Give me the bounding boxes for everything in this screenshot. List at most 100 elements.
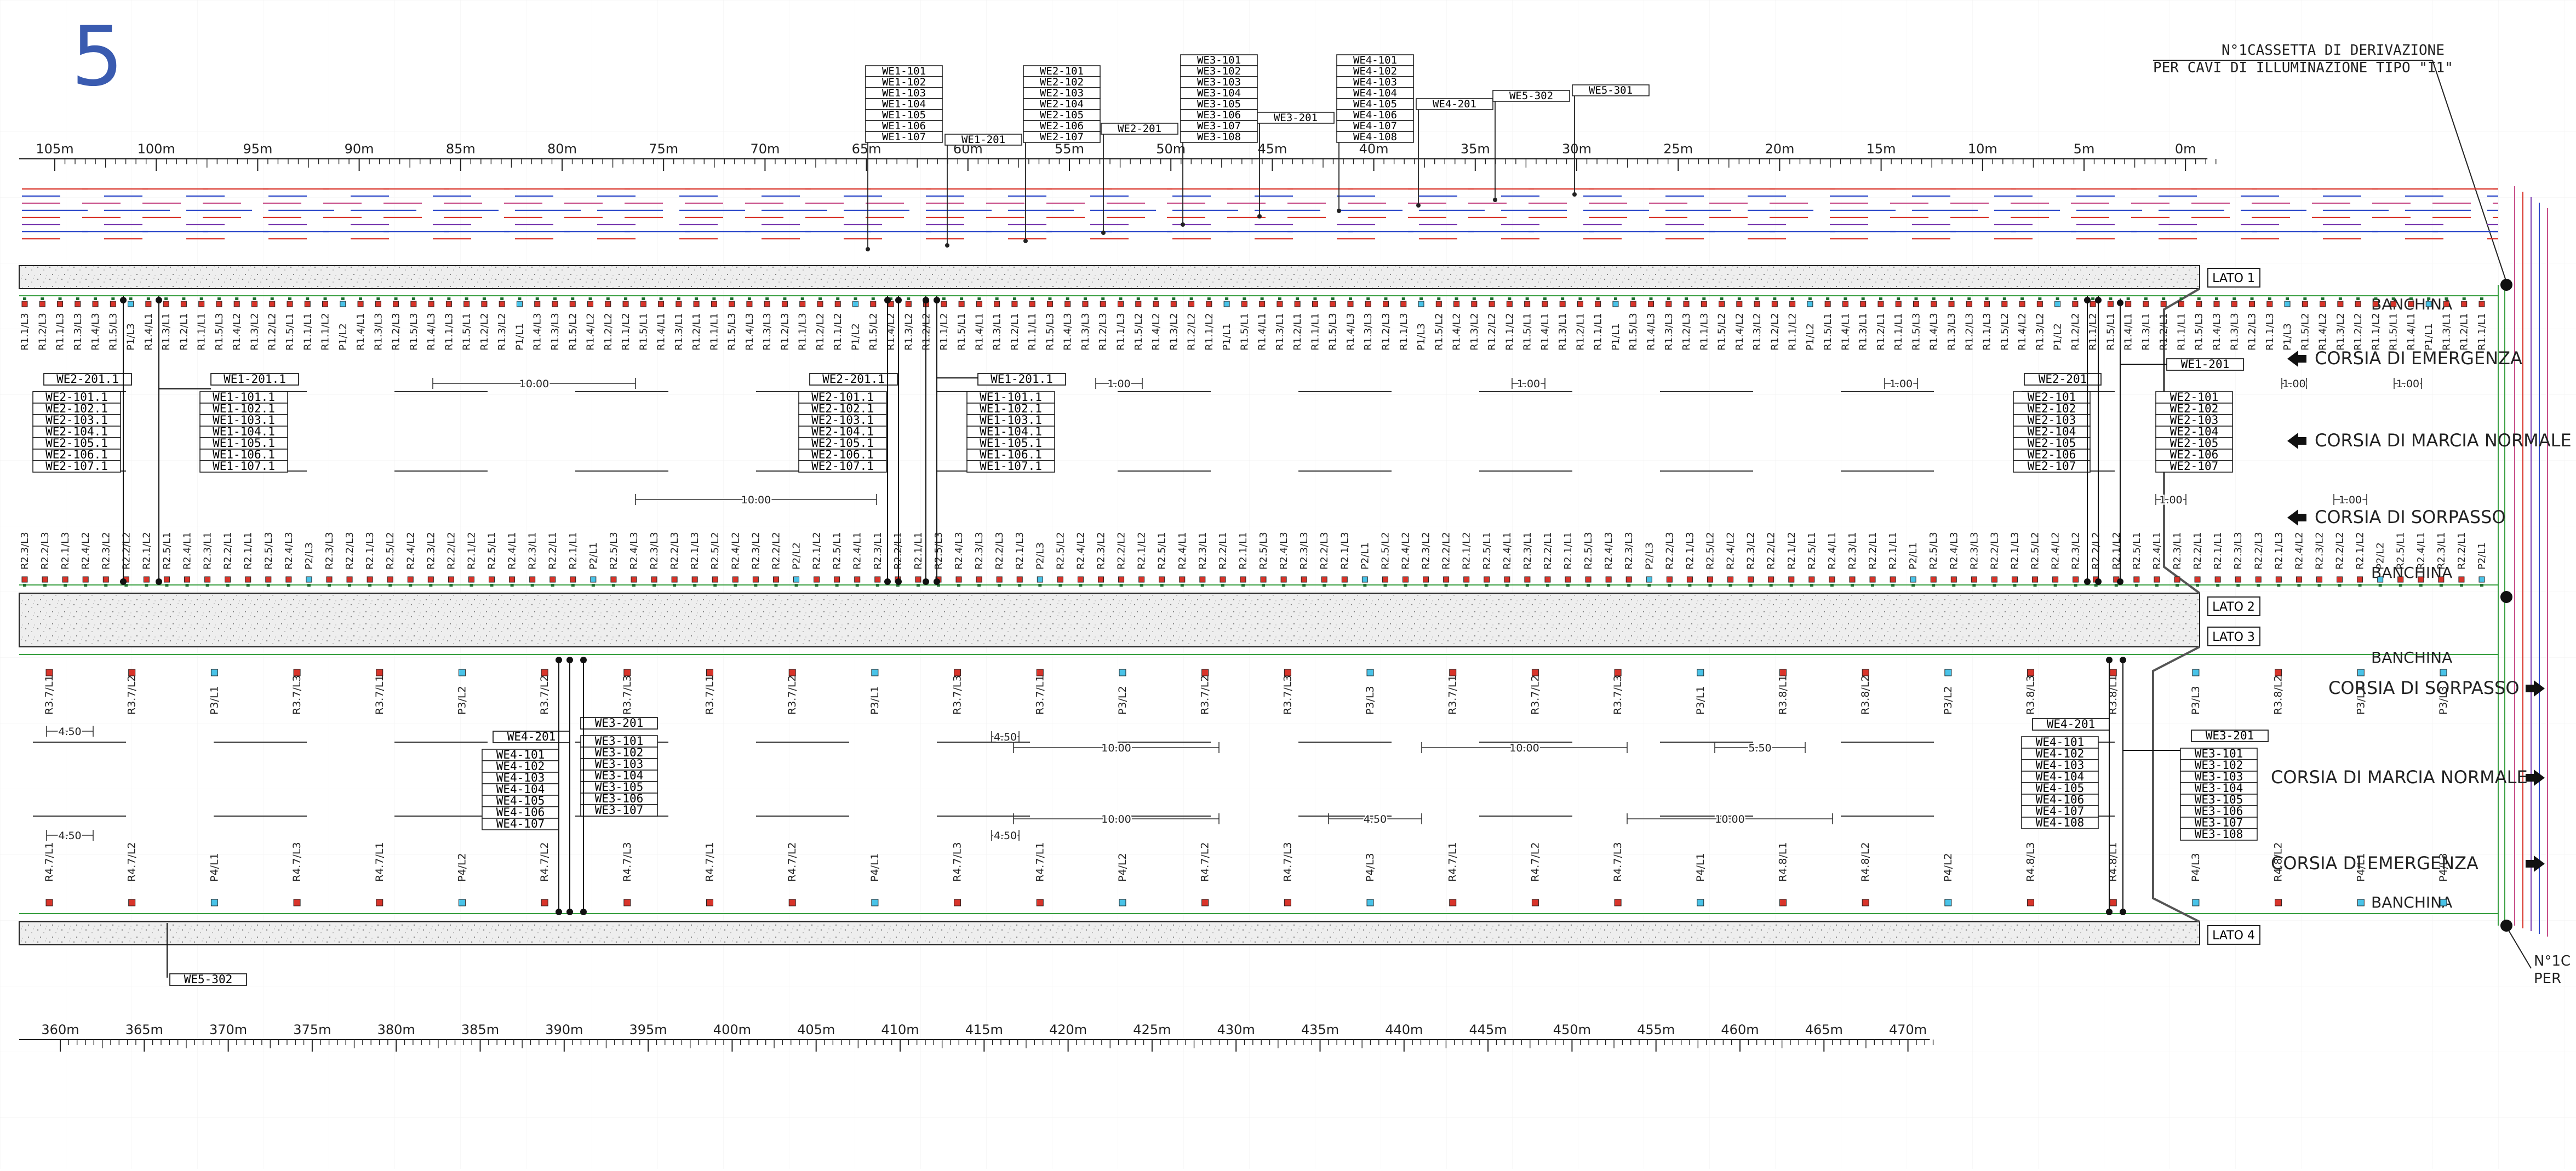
scale-tick-label: 360m xyxy=(41,1022,79,1037)
fixture-symbol xyxy=(1188,301,1195,307)
fixture-symbol xyxy=(1259,301,1266,307)
fixture-base xyxy=(957,584,961,587)
fixture-symbol xyxy=(2160,301,2167,307)
fixture-symbol xyxy=(2143,301,2149,307)
fixture-label: R2.5/L1 xyxy=(832,532,843,570)
fixture-base xyxy=(754,584,758,587)
fixture-symbol xyxy=(42,576,48,583)
fixture-label: R1.2/L1 xyxy=(691,313,702,351)
fixture-symbol xyxy=(2438,576,2445,583)
fixture-label: R2.5/L3 xyxy=(1583,532,1594,570)
scale-tick-label: 440m xyxy=(1385,1022,1423,1037)
fixture-label: R2.5/L1 xyxy=(1157,532,1168,570)
fixture-base xyxy=(409,584,413,587)
fixture-symbol xyxy=(1301,576,1307,583)
circuit-label: WE1-107 xyxy=(882,131,926,143)
fixture-base xyxy=(2179,297,2183,300)
fixture-label: R1.4/L2 xyxy=(1451,313,1463,351)
fixture-symbol xyxy=(1913,301,1919,307)
scale-tick-label: 20m xyxy=(1765,141,1794,157)
fixture-symbol xyxy=(1463,576,1470,583)
fixture-base xyxy=(1720,297,1724,300)
fixture-base xyxy=(1031,297,1034,300)
fixture-symbol xyxy=(143,576,150,583)
fixture-base xyxy=(58,297,62,300)
fixture-base xyxy=(998,584,1001,587)
fixture-label: R1.1/L3 xyxy=(1398,313,1410,351)
fixture-symbol xyxy=(1489,301,1495,307)
circuit-box-label: WE3-105 xyxy=(595,780,644,794)
circuit-box-label: WE3-106 xyxy=(2195,805,2243,818)
fixture-base xyxy=(1607,584,1611,587)
fixture-base xyxy=(1241,584,1245,587)
fixture-base xyxy=(1282,584,1286,587)
fixture-symbol xyxy=(82,576,89,583)
fixture-base xyxy=(482,297,486,300)
circuit-label: WE4-104 xyxy=(1353,87,1397,99)
fixture-label: R1.3/L2 xyxy=(2335,313,2346,351)
fixture-label: R2.4/L2 xyxy=(1400,532,1411,570)
fixture-base xyxy=(875,584,879,587)
fixture-symbol xyxy=(2011,576,2018,583)
circuit-box-label: WE1-104.1 xyxy=(213,425,275,438)
scale-tick-label: 375m xyxy=(293,1022,331,1037)
circuit-label: WE2-106 xyxy=(1040,120,1084,132)
fixture-symbol xyxy=(293,899,301,906)
fixture-label: R2.1/L1 xyxy=(2212,532,2224,570)
fixture-label: P1/L2 xyxy=(2052,323,2064,351)
fixture-label: R1.1/L1 xyxy=(2476,313,2488,351)
circuit-box-label: WE2-107 xyxy=(2028,460,2076,473)
fixture-base xyxy=(266,584,270,587)
fixture-label: R1.4/L2 xyxy=(231,313,243,351)
fixture-label: R2.4/L3 xyxy=(1948,532,1960,570)
fixture-base xyxy=(871,297,875,300)
fixture-symbol xyxy=(306,576,312,583)
fixture-symbol xyxy=(2154,576,2160,583)
fixture-symbol xyxy=(1118,576,1125,583)
fixture-base xyxy=(815,584,818,587)
fixture-label: R2.5/L2 xyxy=(709,532,721,570)
fixture-base xyxy=(1647,584,1651,587)
fixture-base xyxy=(1384,297,1388,300)
fixture-symbol xyxy=(1595,301,1601,307)
fixture-label: R1.4/L3 xyxy=(744,313,755,351)
circuit-box-label: WE4-107 xyxy=(2036,805,2085,818)
fixture-label: R2.4/L2 xyxy=(2293,532,2305,570)
fixture-label: R1.3/L1 xyxy=(1858,313,1869,351)
fixture-symbol xyxy=(1736,301,1743,307)
fixture-base xyxy=(2419,584,2423,587)
fixture-base xyxy=(960,297,964,300)
junction-box-dot xyxy=(2500,591,2512,603)
scale-tick-label: 25m xyxy=(1663,141,1693,157)
dimension-line: 10.00 xyxy=(1013,741,1220,756)
fixture-label: R2.2/L1 xyxy=(547,532,559,570)
circuit-label-group: WE2-201 xyxy=(1101,123,1178,235)
fixture-label: R1.5/L1 xyxy=(638,313,649,351)
fixture-symbol xyxy=(1119,669,1126,676)
fixture-base xyxy=(2053,584,2057,587)
dimension-line: 1.00 xyxy=(1095,377,1143,392)
fixture-base xyxy=(1561,297,1565,300)
fixture-symbol xyxy=(2052,576,2059,583)
fixture-symbol xyxy=(468,576,474,583)
fixture-label: R1.3/L1 xyxy=(161,313,172,351)
fixture-base xyxy=(41,297,44,300)
fixture-symbol xyxy=(2275,669,2282,676)
fixture-symbol xyxy=(2275,899,2282,906)
scale-tick-label: 445m xyxy=(1469,1022,1507,1037)
scale-tick-label: 75m xyxy=(649,141,678,157)
fixture-label: R1.3/L3 xyxy=(2229,313,2240,351)
circuit-box-label: WE4-103 xyxy=(496,771,545,784)
fixture-symbol xyxy=(2320,301,2326,307)
circuit-box-label: WE2-105.1 xyxy=(45,437,108,450)
fixture-symbol xyxy=(2337,576,2343,583)
fixture-symbol xyxy=(2214,576,2221,583)
dimension-label: 1.00 xyxy=(1890,378,1913,390)
fixture-symbol xyxy=(1625,576,1632,583)
fixture-label: R1.5/L3 xyxy=(726,313,738,351)
fixture-label: R1.5/L1 xyxy=(956,313,968,351)
fixture-base xyxy=(1101,297,1105,300)
fixture-label: R2.5/L3 xyxy=(1258,532,1269,570)
fixture-symbol xyxy=(2192,899,2200,906)
